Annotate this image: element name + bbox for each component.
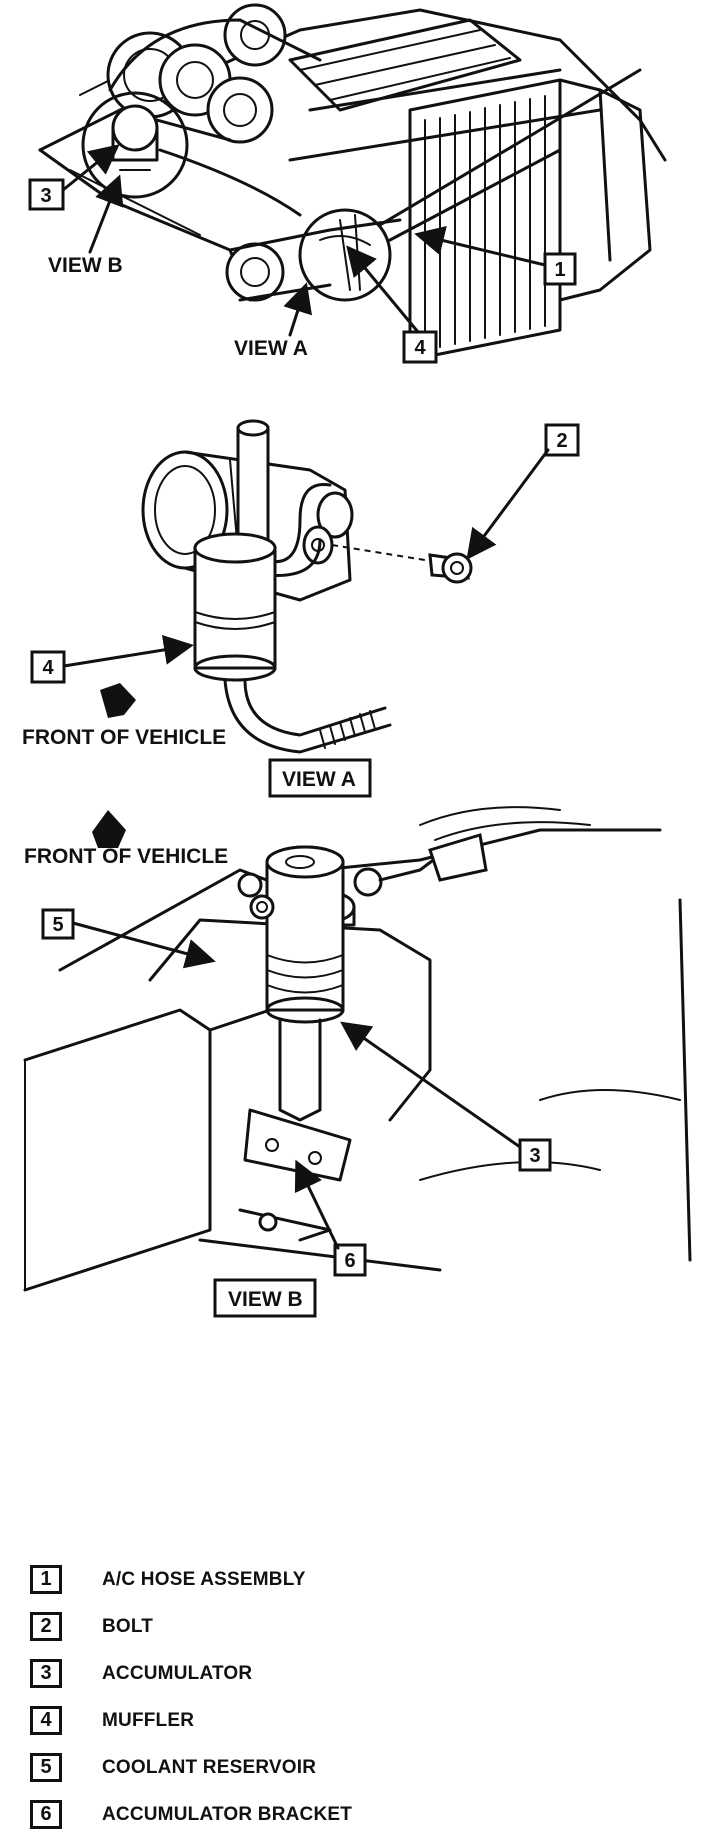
leader-5 bbox=[71, 921, 216, 969]
legend: 1 A/C HOSE ASSEMBLY 2 BOLT 3 ACCUMULATOR… bbox=[30, 1556, 550, 1838]
legend-number: 6 bbox=[30, 1800, 62, 1829]
leader-view-a bbox=[283, 282, 312, 337]
svg-text:2: 2 bbox=[556, 430, 567, 452]
front-arrow-icon-a bbox=[100, 683, 136, 718]
legend-label: ACCUMULATOR bbox=[102, 1662, 253, 1684]
legend-number: 1 bbox=[30, 1565, 62, 1594]
svg-text:VIEW A: VIEW A bbox=[282, 768, 356, 791]
callout-2: 2 bbox=[544, 423, 580, 457]
view-a-top-label: VIEW A bbox=[234, 337, 308, 360]
legend-row: 2 BOLT bbox=[30, 1603, 550, 1650]
view-b-box: VIEW B bbox=[213, 1278, 317, 1318]
svg-text:3: 3 bbox=[40, 185, 51, 207]
leader-view-b bbox=[88, 174, 124, 254]
svg-text:3: 3 bbox=[529, 1145, 540, 1167]
view-a-box: VIEW A bbox=[268, 758, 372, 798]
front-arrow-icon-b bbox=[92, 810, 126, 848]
view-b-illustration bbox=[23, 806, 692, 1292]
legend-number: 3 bbox=[30, 1659, 62, 1688]
svg-text:4: 4 bbox=[414, 337, 426, 359]
callout-6: 6 bbox=[333, 1243, 367, 1277]
legend-number: 4 bbox=[30, 1706, 62, 1735]
callout-5: 5 bbox=[41, 908, 75, 940]
svg-text:6: 6 bbox=[344, 1250, 355, 1272]
legend-number: 2 bbox=[30, 1612, 62, 1641]
legend-row: 4 MUFFLER bbox=[30, 1697, 550, 1744]
legend-row: 6 ACCUMULATOR BRACKET bbox=[30, 1791, 550, 1838]
svg-text:5: 5 bbox=[52, 914, 63, 936]
leader-6 bbox=[294, 1159, 340, 1250]
callout-3-top: 3 bbox=[28, 178, 65, 211]
svg-text:VIEW B: VIEW B bbox=[228, 1288, 303, 1311]
legend-row: 3 ACCUMULATOR bbox=[30, 1650, 550, 1697]
legend-number: 5 bbox=[30, 1753, 62, 1782]
svg-text:1: 1 bbox=[554, 259, 565, 281]
view-a-illustration bbox=[141, 419, 473, 754]
callout-4-top: 4 bbox=[402, 330, 438, 364]
leader-4-top bbox=[346, 245, 420, 334]
leader-1 bbox=[414, 226, 547, 267]
leader-2 bbox=[466, 448, 550, 560]
legend-label: MUFFLER bbox=[102, 1709, 195, 1731]
leader-4-view-a bbox=[62, 635, 194, 668]
legend-label: BOLT bbox=[102, 1615, 154, 1637]
view-b-top-label: VIEW B bbox=[48, 254, 123, 277]
callout-4-view-a: 4 bbox=[30, 650, 66, 684]
callout-1: 1 bbox=[543, 252, 577, 286]
legend-row: 1 A/C HOSE ASSEMBLY bbox=[30, 1556, 550, 1603]
legend-row: 5 COOLANT RESERVOIR bbox=[30, 1744, 550, 1791]
legend-label: COOLANT RESERVOIR bbox=[102, 1756, 317, 1778]
callout-3-view-b: 3 bbox=[518, 1138, 552, 1172]
leader-3-view-b bbox=[340, 1021, 522, 1149]
legend-label: A/C HOSE ASSEMBLY bbox=[102, 1568, 306, 1590]
front-of-vehicle-a: FRONT OF VEHICLE bbox=[22, 726, 226, 749]
engine-overview-illustration bbox=[38, 3, 667, 362]
leader-3-top bbox=[61, 144, 120, 192]
svg-text:4: 4 bbox=[42, 657, 54, 679]
front-of-vehicle-b: FRONT OF VEHICLE bbox=[24, 845, 228, 868]
legend-label: ACCUMULATOR BRACKET bbox=[102, 1803, 353, 1825]
